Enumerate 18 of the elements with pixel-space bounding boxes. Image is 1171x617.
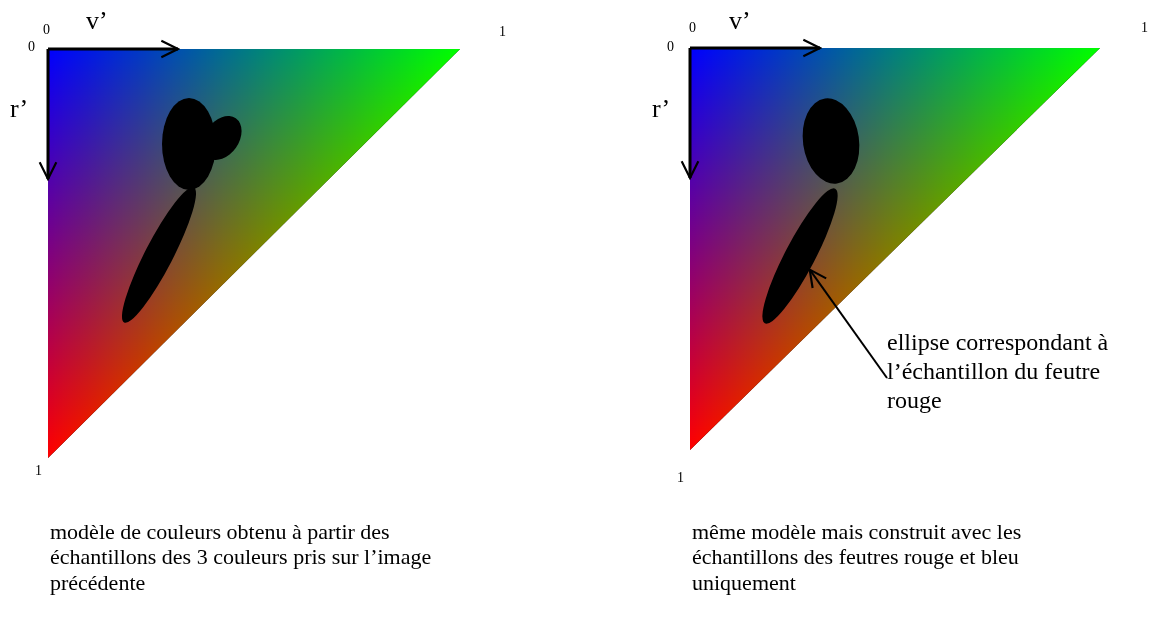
tick-label: 0	[43, 22, 50, 39]
caption: modèle de couleurs obtenu à partir des échantillons des 3 couleurs pris sur l’image précédente	[50, 519, 433, 595]
axis-label: r’	[10, 94, 29, 124]
callout-text: ellipse correspondant à l’échantillon du feutre rouge	[887, 328, 1110, 415]
leader-arrow	[808, 268, 888, 379]
tick-label: 1	[499, 24, 506, 41]
tick-label: 1	[1141, 20, 1148, 37]
tick-label: 1	[677, 470, 684, 487]
tick-label: 0	[667, 39, 674, 56]
tick-label: 0	[689, 20, 696, 37]
axis-label: r’	[652, 94, 671, 124]
axis-label: v’	[729, 6, 751, 36]
ellipse	[762, 188, 838, 324]
tick-label: 0	[28, 39, 35, 56]
caption: même modèle mais construit avec les échantillons des feutres rouge et bleu uniquement	[692, 519, 1023, 595]
axis-label: v’	[86, 6, 108, 36]
tick-label: 1	[35, 463, 42, 480]
ellipse	[802, 98, 860, 184]
